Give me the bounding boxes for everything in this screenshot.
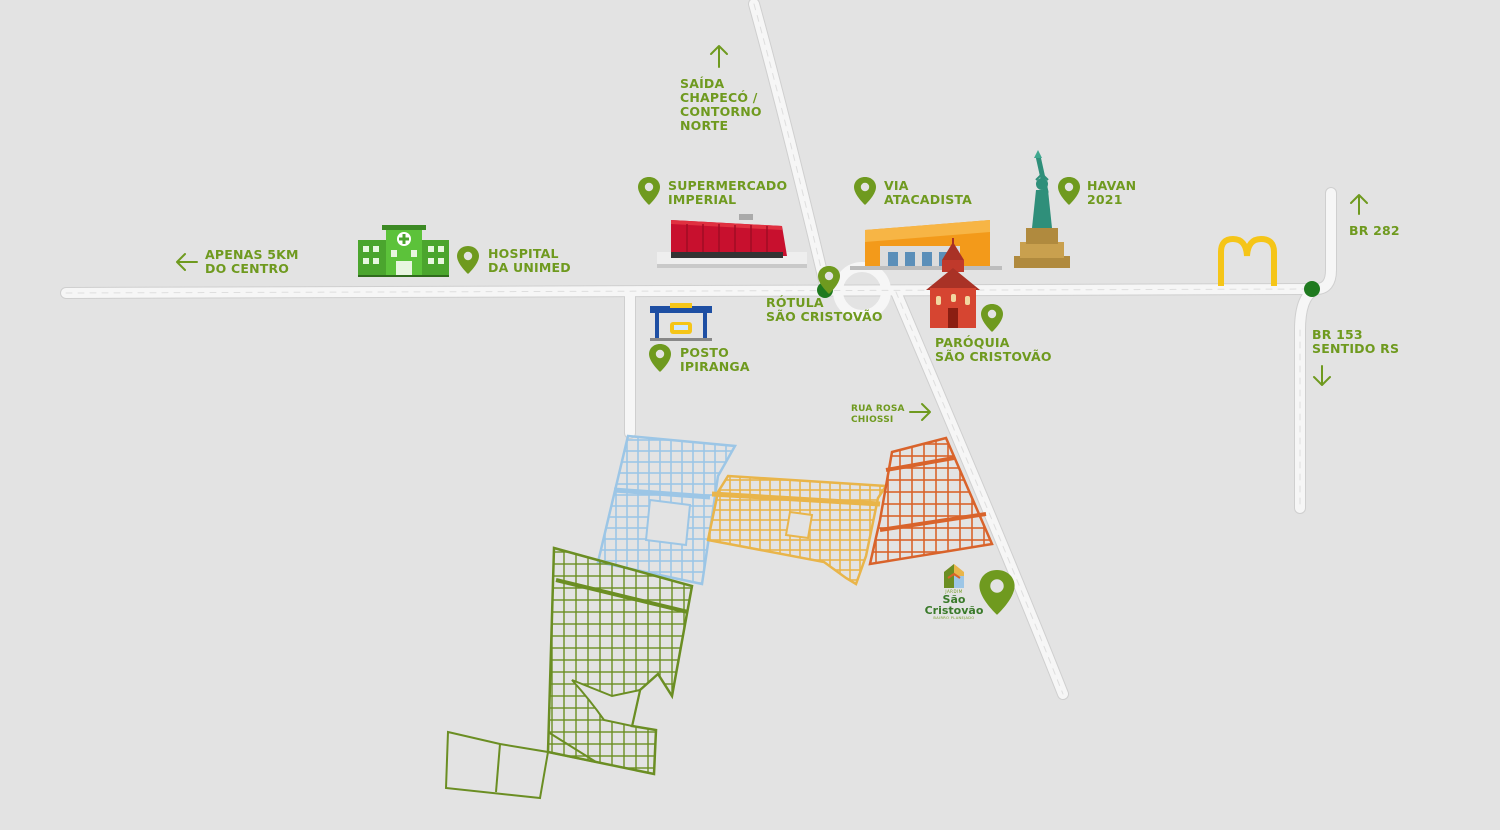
arrow-left-icon bbox=[176, 253, 198, 271]
hospital-building-icon bbox=[358, 225, 449, 277]
gas-station-icon bbox=[650, 303, 712, 341]
brand-name-line1: São bbox=[942, 593, 966, 606]
statue-of-liberty-icon bbox=[1014, 150, 1070, 268]
supermercado-label: SUPERMERCADO IMPERIAL bbox=[668, 178, 788, 207]
warehouse-store-icon bbox=[850, 220, 1002, 270]
via-atacadista-label: VIA ATACADISTA bbox=[884, 178, 973, 207]
lot-block-orange bbox=[868, 436, 994, 566]
rotula-label: RÓTULA SÃO CRISTOVÃO bbox=[766, 295, 883, 324]
brand-sub-text: BAIRRO PLANEJADO bbox=[933, 616, 975, 620]
arrow-down-icon bbox=[1313, 365, 1331, 386]
arrow-up-icon bbox=[1350, 194, 1368, 215]
br153-label: BR 153 SENTIDO RS bbox=[1312, 327, 1400, 356]
supermercado-pin-icon bbox=[638, 177, 660, 205]
apenas-label: APENAS 5KM DO CENTRO bbox=[205, 247, 299, 276]
paroquia-pin-icon bbox=[981, 304, 1003, 332]
saida-norte-label: SAÍDA CHAPECÓ / CONTORNO NORTE bbox=[680, 76, 762, 133]
golden-arches-icon bbox=[1218, 235, 1277, 286]
havan-label: HAVAN 2021 bbox=[1087, 178, 1137, 207]
sao-cristovao-logo-icon bbox=[944, 564, 964, 588]
arrow-right-icon bbox=[909, 403, 931, 421]
havan-pin-icon bbox=[1058, 177, 1080, 205]
via-pin-icon bbox=[854, 177, 876, 205]
hospital-pin-icon bbox=[457, 246, 479, 274]
br282-label: BR 282 bbox=[1349, 223, 1400, 238]
paroquia-label: PARÓQUIA SÃO CRISTOVÃO bbox=[935, 335, 1052, 364]
lot-block-yellow bbox=[706, 474, 889, 586]
hospital-label: HOSPITAL DA UNIMED bbox=[488, 246, 571, 275]
brand-name-line2: Cristovão bbox=[924, 604, 984, 617]
supermarket-building-icon bbox=[657, 214, 807, 268]
brand-top-text: JARDIM bbox=[945, 589, 963, 594]
rua-rosa-label: RUA ROSA CHIOSSI bbox=[851, 404, 905, 425]
brand-logo: JARDIM São Cristovão BAIRRO PLANEJADO bbox=[922, 589, 986, 620]
posto-pin-icon bbox=[649, 344, 671, 372]
posto-label: POSTO IPIRANGA bbox=[680, 345, 750, 374]
lot-block-green bbox=[444, 546, 694, 800]
lot-block-blue bbox=[596, 434, 738, 586]
br-junction-node bbox=[1304, 281, 1320, 297]
church-icon bbox=[926, 238, 980, 328]
arrow-up-icon bbox=[710, 45, 728, 68]
